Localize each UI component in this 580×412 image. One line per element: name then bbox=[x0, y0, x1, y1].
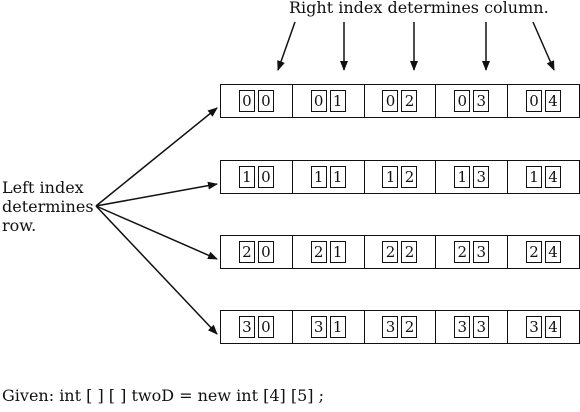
column-index-box: 3 bbox=[473, 166, 490, 188]
row-index-box: 2 bbox=[526, 241, 543, 263]
column-index-box: 2 bbox=[401, 316, 418, 338]
row-index-box: 1 bbox=[526, 166, 543, 188]
row-arrow-3 bbox=[95, 205, 218, 335]
row-index-box: 3 bbox=[310, 316, 327, 338]
column-index-box: 2 bbox=[401, 166, 418, 188]
row-arrow-1 bbox=[95, 181, 218, 207]
row-index-box: 2 bbox=[454, 241, 471, 263]
column-arrow-4 bbox=[532, 21, 555, 71]
row-arrow-2 bbox=[95, 205, 218, 260]
column-index-box: 3 bbox=[473, 316, 490, 338]
row-index-box: 3 bbox=[382, 316, 399, 338]
row-index-box: 1 bbox=[310, 166, 327, 188]
row-caption-line-3: row. bbox=[2, 216, 37, 235]
column-index-box: 1 bbox=[329, 241, 346, 263]
row-index-box: 0 bbox=[454, 90, 471, 112]
declaration-text: Given: int [ ] [ ] twoD = new int [4] [5… bbox=[2, 386, 324, 405]
column-index-box: 0 bbox=[257, 241, 274, 263]
column-index-box: 4 bbox=[545, 241, 562, 263]
row-index-box: 3 bbox=[526, 316, 543, 338]
row-index-box: 0 bbox=[526, 90, 543, 112]
row-index-box: 3 bbox=[454, 316, 471, 338]
column-index-box: 1 bbox=[329, 316, 346, 338]
row-caption: Left index determines row. bbox=[2, 178, 94, 235]
column-index-box: 0 bbox=[257, 166, 274, 188]
row-index-box: 3 bbox=[238, 316, 255, 338]
column-index-box: 0 bbox=[257, 90, 274, 112]
column-caption: Right index determines column. bbox=[289, 0, 549, 17]
column-index-box: 0 bbox=[257, 316, 274, 338]
row-index-box: 1 bbox=[454, 166, 471, 188]
row-index-box: 0 bbox=[238, 90, 255, 112]
column-index-box: 1 bbox=[329, 166, 346, 188]
column-index-box: 3 bbox=[473, 241, 490, 263]
column-index-box: 4 bbox=[545, 316, 562, 338]
row-index-box: 2 bbox=[310, 241, 327, 263]
column-index-box: 3 bbox=[473, 90, 490, 112]
column-index-box: 4 bbox=[545, 166, 562, 188]
column-index-box: 2 bbox=[401, 241, 418, 263]
row-caption-line-2: determines bbox=[2, 197, 94, 216]
row-arrow-0 bbox=[95, 107, 218, 207]
column-index-box: 2 bbox=[401, 90, 418, 112]
row-index-box: 0 bbox=[310, 90, 327, 112]
column-index-box: 1 bbox=[329, 90, 346, 112]
row-index-box: 0 bbox=[382, 90, 399, 112]
row-index-box: 2 bbox=[382, 241, 399, 263]
row-index-box: 1 bbox=[382, 166, 399, 188]
column-arrow-0 bbox=[277, 21, 296, 71]
row-index-box: 2 bbox=[238, 241, 255, 263]
row-index-box: 1 bbox=[238, 166, 255, 188]
row-caption-line-1: Left index bbox=[2, 178, 84, 197]
column-index-box: 4 bbox=[545, 90, 562, 112]
